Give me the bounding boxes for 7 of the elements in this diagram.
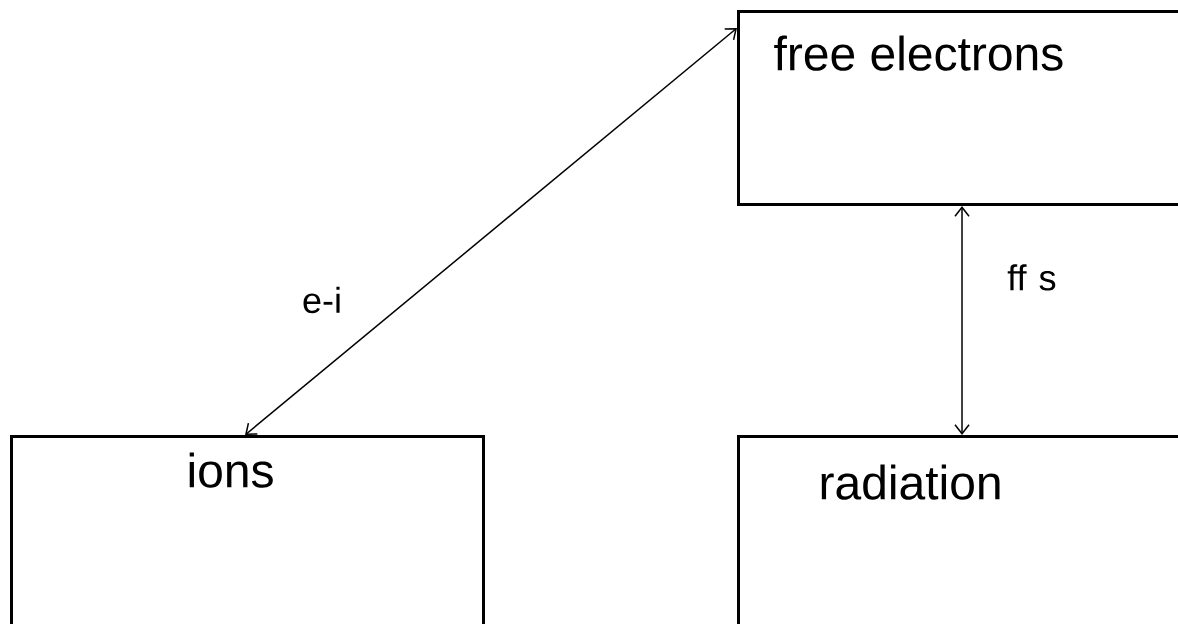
- edge-label: e-i: [303, 286, 340, 314]
- text-box: free electrons: [737, 10, 1178, 206]
- arrow: [954, 206, 970, 435]
- edge-label: ff s: [1007, 264, 1056, 291]
- arrow: [245, 28, 737, 435]
- text-box: radiation: [737, 435, 1178, 624]
- text-box: ions: [10, 435, 485, 624]
